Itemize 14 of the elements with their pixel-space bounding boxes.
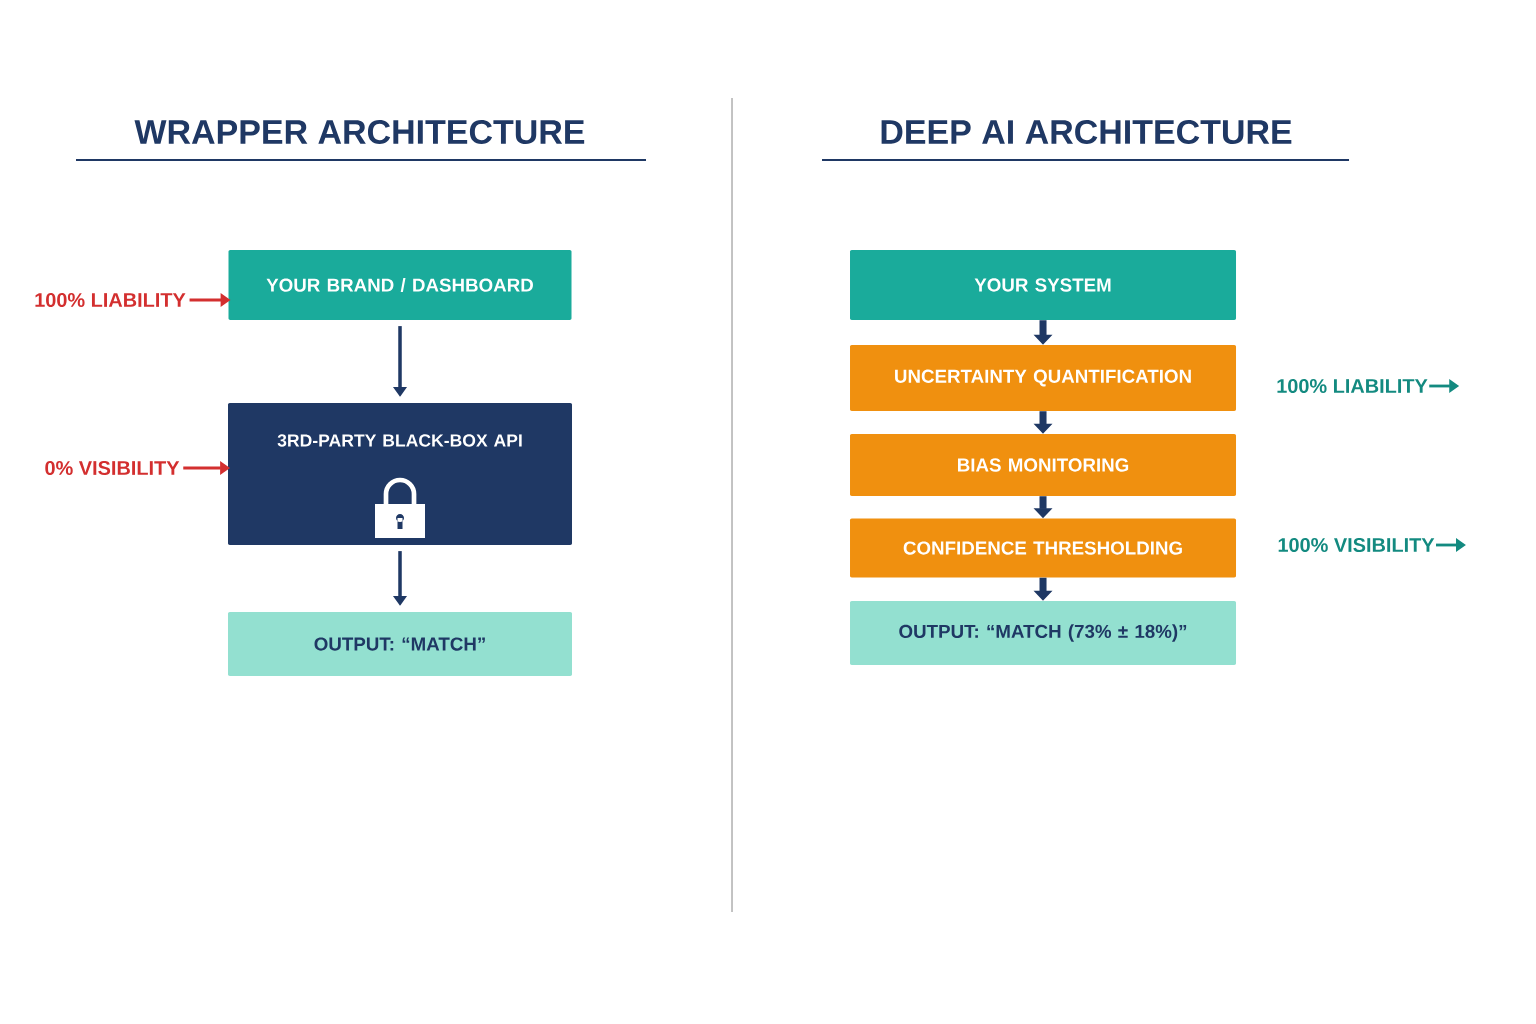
process-box: YOUR BRAND / DASHBOARD <box>228 250 572 320</box>
annotation-text: 100% LIABILITY <box>1277 378 1428 394</box>
process-box: OUTPUT: “MATCH (73% ± 18%)” <box>850 601 1236 665</box>
process-box: BIAS MONITORING <box>850 434 1236 496</box>
annotation-text: 0% VISIBILITY <box>45 460 180 476</box>
api-box: 3RD-PARTY BLACK-BOX API <box>228 403 572 545</box>
process-box: UNCERTAINTY QUANTIFICATION <box>850 345 1236 411</box>
section-title: WRAPPER ARCHITECTURE <box>134 119 585 144</box>
process-box: YOUR SYSTEM <box>850 250 1236 320</box>
annotation-text: 100% LIABILITY <box>35 292 186 308</box>
section-title: DEEP AI ARCHITECTURE <box>881 119 1292 144</box>
annotation-text: 100% VISIBILITY <box>1278 537 1435 553</box>
process-box: CONFIDENCE THRESHOLDING <box>850 518 1236 578</box>
process-box: OUTPUT: “MATCH” <box>228 612 572 676</box>
